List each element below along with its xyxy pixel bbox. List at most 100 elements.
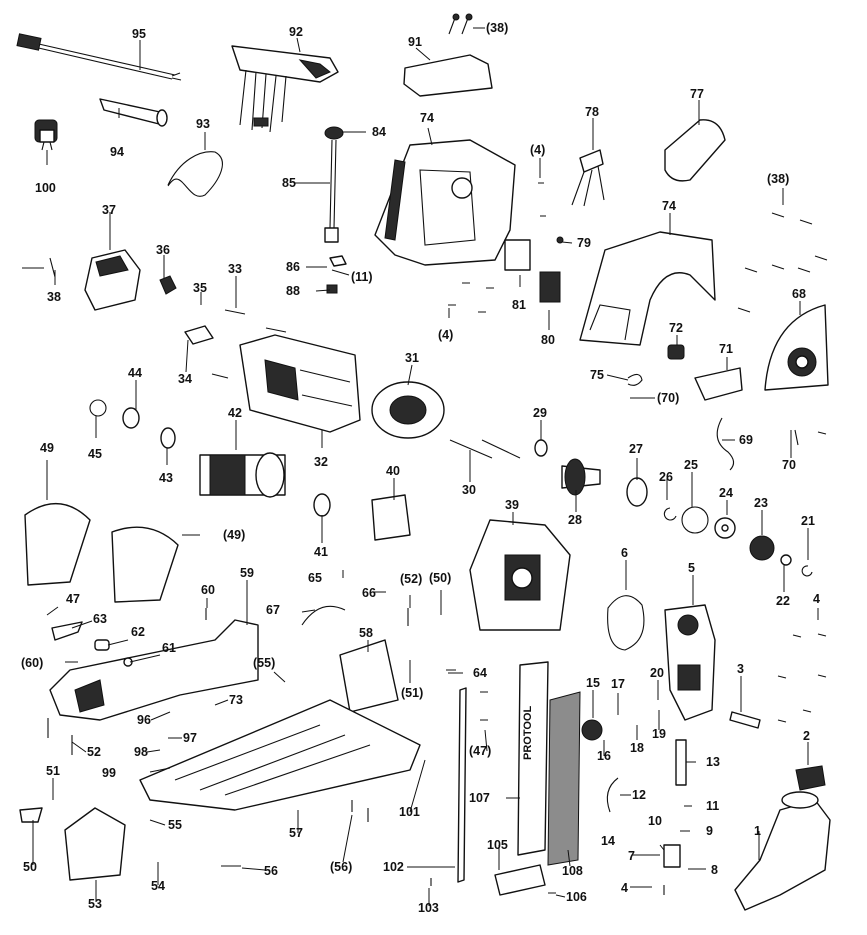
callout-54: 54 — [151, 879, 165, 893]
rail-brand-text: PROTOOL — [522, 706, 534, 760]
bar-cover-part — [494, 864, 546, 896]
guide-rail-part — [457, 687, 467, 883]
callout-62: 62 — [131, 625, 145, 639]
pin-part — [729, 711, 761, 729]
pump-body-part — [664, 604, 716, 721]
callout-4d: 4 — [621, 881, 628, 895]
armature-part — [199, 452, 286, 498]
lever-part — [51, 621, 83, 641]
knob-part — [19, 807, 43, 823]
switch-part — [504, 239, 531, 271]
callout-100: 100 — [35, 181, 56, 195]
callout-94: 94 — [110, 145, 124, 159]
gear-icon — [581, 719, 603, 741]
callout-106: 106 — [566, 890, 587, 904]
adjusting-rod-part — [324, 126, 344, 243]
callout-36: 36 — [156, 243, 170, 257]
motor-housing-icon — [374, 139, 516, 266]
callout-9: 9 — [706, 824, 713, 838]
depth-mount-part — [339, 639, 399, 713]
callout-39: 39 — [505, 498, 519, 512]
callout-33: 33 — [228, 262, 242, 276]
plunger-part — [675, 739, 687, 786]
bearing-icon — [626, 477, 648, 507]
wire-part — [167, 151, 223, 197]
callout-51a: (51) — [401, 686, 424, 700]
callout-38a: (38) — [486, 21, 509, 35]
callout-18: 18 — [630, 741, 644, 755]
callout-60b: (60) — [21, 656, 44, 670]
switch-contact-part — [539, 271, 561, 303]
callout-56b: 56 — [264, 864, 278, 878]
callout-11b: 11 — [706, 799, 720, 813]
callout-27: 27 — [629, 442, 643, 456]
callout-23: 23 — [754, 496, 768, 510]
cable-sleeve-part — [99, 98, 168, 127]
callout-42: 42 — [228, 406, 242, 420]
callout-35: 35 — [193, 281, 207, 295]
callout-3: 3 — [737, 662, 744, 676]
brush-holder-part — [571, 149, 605, 207]
callout-31: 31 — [405, 351, 419, 365]
callout-57: 57 — [289, 826, 303, 840]
washer-hole — [721, 524, 729, 532]
tank-cap-part — [795, 765, 826, 791]
callout-68: 68 — [792, 287, 806, 301]
fence-part — [49, 619, 259, 721]
callout-4a: (4) — [530, 143, 546, 157]
callout-49b: (49) — [223, 528, 246, 542]
callout-34: 34 — [178, 372, 192, 386]
callout-55b: 55 — [168, 818, 182, 832]
callout-61: 61 — [162, 641, 176, 655]
callout-11a: (11) — [351, 270, 373, 284]
pump-piston-part — [663, 844, 681, 868]
gear-housing-part — [469, 519, 571, 631]
callout-24: 24 — [719, 486, 733, 500]
screw-icon — [211, 309, 287, 379]
chain-bar-icon — [517, 661, 549, 856]
bearing-icon — [160, 427, 176, 449]
power-cable-part — [16, 33, 182, 81]
callout-84: 84 — [372, 125, 386, 139]
callout-32: 32 — [314, 455, 328, 469]
callout-59: 59 — [240, 566, 254, 580]
callout-74b: 74 — [662, 199, 676, 213]
callout-8: 8 — [711, 863, 718, 877]
screw-icon — [448, 13, 473, 35]
screw-icon — [22, 182, 827, 895]
callout-22: 22 — [776, 594, 790, 608]
ring-part — [681, 506, 709, 534]
callout-45: 45 — [88, 447, 102, 461]
bolt-part — [449, 439, 521, 459]
callout-75: 75 — [590, 368, 604, 382]
callout-70a: (70) — [657, 391, 680, 405]
callout-101: 101 — [399, 805, 420, 819]
callout-52a: (52) — [400, 572, 423, 586]
callout-67: 67 — [266, 603, 280, 617]
callout-105: 105 — [487, 838, 508, 852]
spring-part — [556, 236, 564, 244]
callout-66: 66 — [362, 586, 376, 600]
callout-13: 13 — [706, 755, 720, 769]
knob-part — [664, 119, 726, 182]
brush-part — [184, 325, 214, 345]
callout-21: 21 — [801, 514, 815, 528]
screw-icon — [737, 212, 828, 313]
callout-12: 12 — [632, 788, 646, 802]
callout-96: 96 — [137, 713, 151, 727]
rail-profile-part — [547, 691, 581, 866]
callout-17: 17 — [611, 677, 625, 691]
callout-69: 69 — [739, 433, 753, 447]
motor-housing-icon — [239, 334, 361, 433]
callout-71: 71 — [719, 342, 733, 356]
callout-20: 20 — [650, 666, 664, 680]
callout-98: 98 — [134, 745, 148, 759]
fan-part — [371, 494, 411, 541]
callout-49a: 49 — [40, 441, 54, 455]
handle-cover-part — [84, 249, 141, 311]
nut-part — [326, 284, 338, 294]
callout-25: 25 — [684, 458, 698, 472]
callout-95: 95 — [132, 27, 146, 41]
